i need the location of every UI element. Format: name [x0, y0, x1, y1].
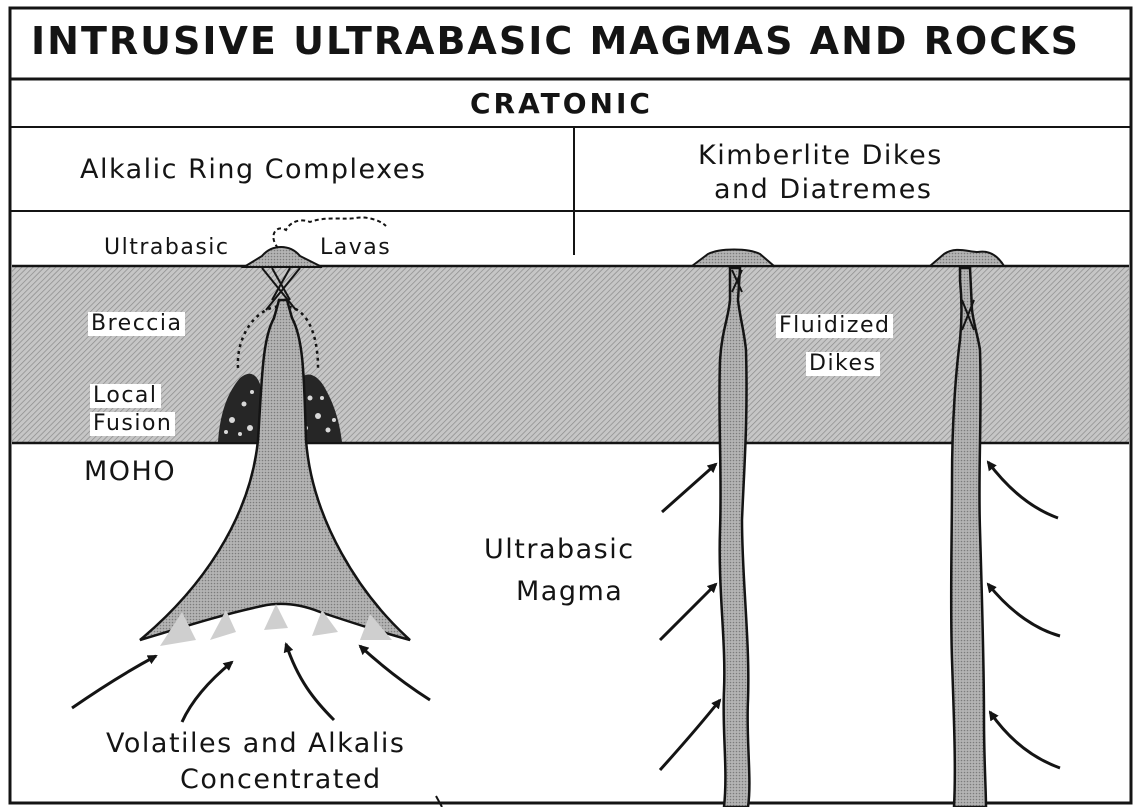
- arrow-ring-4: [360, 646, 430, 700]
- ring-complex-arrows: [72, 644, 430, 722]
- label-breccia: Breccia: [88, 312, 185, 336]
- label-dikes: Dikes: [806, 352, 880, 376]
- cratonic-heading: CRATONIC: [470, 90, 653, 118]
- label-moho: MOHO: [84, 458, 176, 485]
- column-heading-kimberlite-line2: and Diatremes: [714, 176, 932, 203]
- arrow-dike1-3: [660, 700, 720, 770]
- arrow-ring-1: [72, 656, 156, 708]
- arrow-dike2-3: [990, 712, 1060, 768]
- dike-2-arrows: [988, 462, 1060, 768]
- column-heading-alkalic: Alkalic Ring Complexes: [80, 156, 426, 183]
- kimberlite-dike-1: [719, 268, 749, 807]
- arrow-dike1-2: [660, 584, 716, 640]
- figure-title: INTRUSIVE ULTRABASIC MAGMAS AND ROCKS: [31, 22, 1080, 60]
- arrow-dike2-2: [988, 584, 1060, 636]
- arrow-dike2-1: [988, 462, 1058, 518]
- arrow-ring-3: [286, 644, 334, 720]
- label-fusion: Fusion: [90, 412, 175, 436]
- label-lavas: Lavas: [320, 237, 391, 259]
- label-volatiles-line2: Concentrated: [180, 766, 382, 793]
- column-heading-kimberlite-line1: Kimberlite Dikes: [698, 142, 943, 169]
- arrow-dike1-1: [662, 464, 716, 512]
- label-local: Local: [90, 384, 161, 408]
- ring-volcano-cone: [244, 247, 322, 267]
- dike-1-arrows: [660, 464, 720, 770]
- arrow-ring-2: [182, 662, 232, 722]
- kimberlite-cone-2: [930, 250, 1004, 266]
- label-volatiles-line1: Volatiles and Alkalis: [106, 730, 405, 757]
- label-fluidized: Fluidized: [776, 314, 893, 338]
- label-ultrabasic-magma-line2: Magma: [516, 578, 623, 605]
- label-ultrabasic: Ultrabasic: [104, 237, 229, 259]
- kimberlite-cone-1: [692, 250, 774, 267]
- label-ultrabasic-magma-line1: Ultrabasic: [484, 536, 635, 563]
